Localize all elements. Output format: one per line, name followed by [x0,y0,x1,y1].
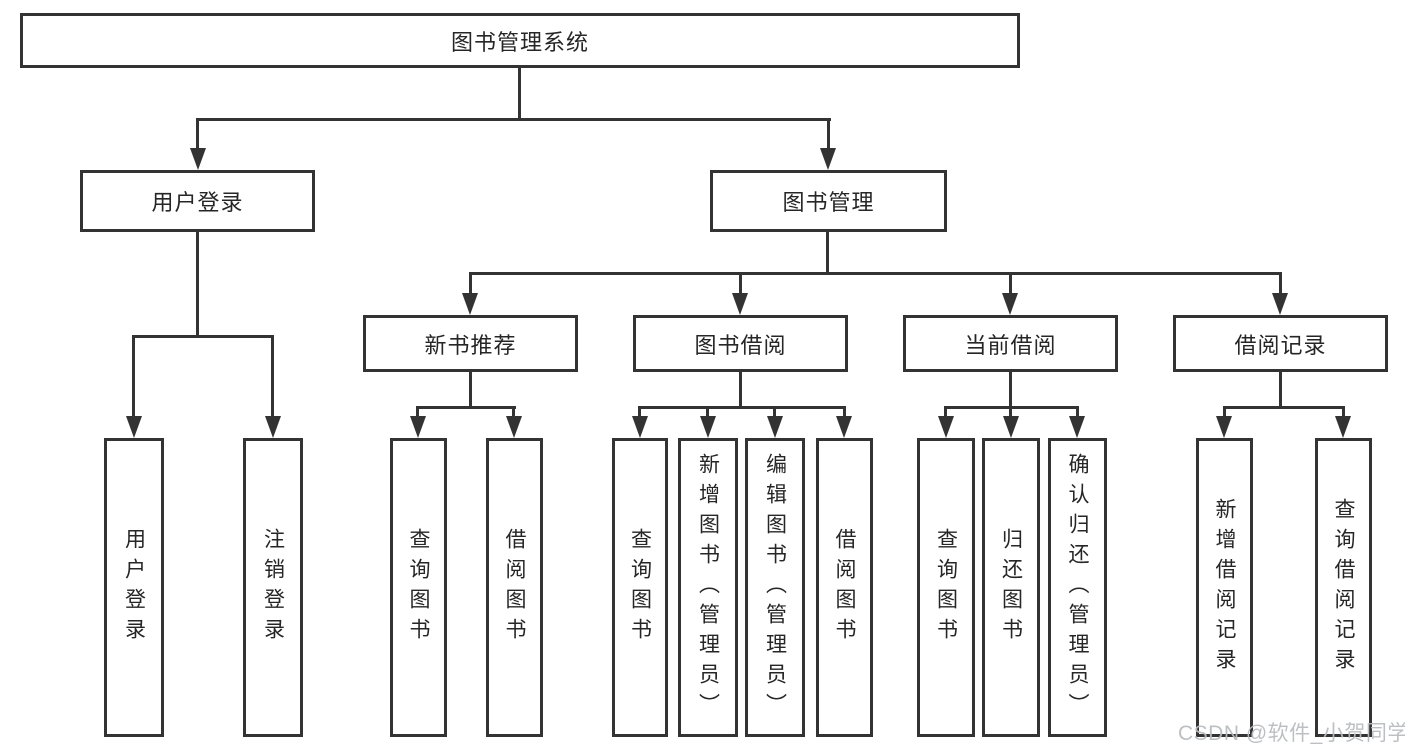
connector-drop-book-mgmt [827,118,830,150]
arrow-down-icon [1003,416,1019,438]
arrow-down-icon [265,416,281,438]
arrow-down-icon [190,148,206,170]
arrow-down-icon [462,293,478,315]
connector-drop-leaf [1009,406,1012,418]
connector-stem [1279,372,1282,406]
arrow-down-icon [1002,293,1018,315]
node-label: 查询借阅记录 [1332,497,1355,678]
node-label: 借阅图书 [833,527,856,648]
connector-branch [638,406,846,409]
node-label: 借阅图书 [503,527,526,648]
connector-drop-leaf [638,406,641,418]
connector-user-login-branch [132,335,274,338]
leaf-query-books-borrowing: 查询图书 [612,438,668,737]
connector-drop-leaf [416,406,419,418]
arrow-down-icon [126,416,142,438]
node-current-borrowing: 当前借阅 [903,315,1118,372]
arrow-down-icon [1272,293,1288,315]
csdn-watermark: CSDN @软件_小贺同学 [1178,722,1405,745]
node-label: 借阅记录 [1234,332,1327,358]
connector-root-stem [518,68,521,118]
leaf-edit-books-admin: 编辑图书（管理员） [745,438,805,737]
leaf-query-books-recommend: 查询图书 [390,438,447,737]
arrow-down-icon [700,416,716,438]
node-root-library-system: 图书管理系统 [20,13,1020,68]
connector-drop-user-login [196,118,199,150]
node-label: 注销登录 [261,527,285,648]
connector-drop-leaf [1342,406,1345,418]
arrow-down-icon [1335,416,1351,438]
leaf-return-books: 归还图书 [982,438,1040,737]
node-new-book-recommend: 新书推荐 [363,315,578,372]
arrow-down-icon [820,148,836,170]
connector-drop-leaf [1076,406,1079,418]
connector-user-login-stem [196,232,199,335]
connector-branch [416,406,516,409]
node-user-login: 用户登录 [80,170,315,232]
connector-drop-borrowing [739,272,742,296]
node-label: 图书管理 [782,190,875,215]
leaf-user-login: 用户登录 [104,438,164,737]
node-label: 查询图书 [628,527,652,648]
connector-drop-new-books [469,272,472,296]
connector-drop-leaf [773,406,776,418]
leaf-query-books-current: 查询图书 [917,438,975,737]
node-label: 当前借阅 [964,332,1057,358]
node-label: 图书管理系统 [450,29,589,55]
connector-stem [1009,372,1012,406]
arrow-down-icon [732,293,748,315]
node-label: 查询图书 [934,527,958,648]
leaf-query-borrow-record: 查询借阅记录 [1315,438,1372,737]
connector-book-mgmt-stem [826,232,829,272]
connector-root-branch [196,118,831,121]
leaf-borrow-books: 借阅图书 [816,438,873,737]
arrow-down-icon [506,416,522,438]
leaf-add-borrow-record: 新增借阅记录 [1196,438,1253,737]
node-book-mgmt: 图书管理 [710,170,947,232]
node-label: 用户登录 [122,527,146,648]
node-label: 查询图书 [407,527,430,648]
node-label: 新书推荐 [424,332,517,358]
node-label: 新增图书（管理员） [696,452,720,723]
connector-drop-leaf [944,406,947,418]
node-label: 用户登录 [151,190,244,215]
arrow-down-icon [836,416,852,438]
arrow-down-icon [1216,416,1232,438]
connector-drop-leaf [132,335,135,418]
connector-drop-leaf [271,335,274,418]
connector-drop-records [1279,272,1282,296]
node-label: 图书借阅 [694,332,787,358]
arrow-down-icon [767,416,783,438]
arrow-down-icon [632,416,648,438]
node-label: 归还图书 [999,527,1023,648]
connector-drop-current [1009,272,1012,296]
arrow-down-icon [410,416,426,438]
node-label: 新增借阅记录 [1213,497,1236,678]
connector-drop-leaf [512,406,515,418]
node-label: 确认归还（管理员） [1066,452,1089,723]
connector-branch [1223,406,1345,409]
node-borrowing-records: 借阅记录 [1173,315,1388,372]
node-book-borrowing: 图书借阅 [633,315,848,372]
node-label: 编辑图书（管理员） [763,452,787,723]
connector-stem [469,372,472,406]
connector-book-mgmt-branch [469,272,1282,275]
leaf-logout: 注销登录 [243,438,303,737]
connector-stem [739,372,742,406]
connector-drop-leaf [843,406,846,418]
leaf-borrow-books-recommend: 借阅图书 [486,438,543,737]
connector-drop-leaf [706,406,709,418]
connector-drop-leaf [1223,406,1226,418]
arrow-down-icon [938,416,954,438]
arrow-down-icon [1069,416,1085,438]
leaf-add-books-admin: 新增图书（管理员） [678,438,738,737]
leaf-confirm-return-admin: 确认归还（管理员） [1048,438,1107,737]
